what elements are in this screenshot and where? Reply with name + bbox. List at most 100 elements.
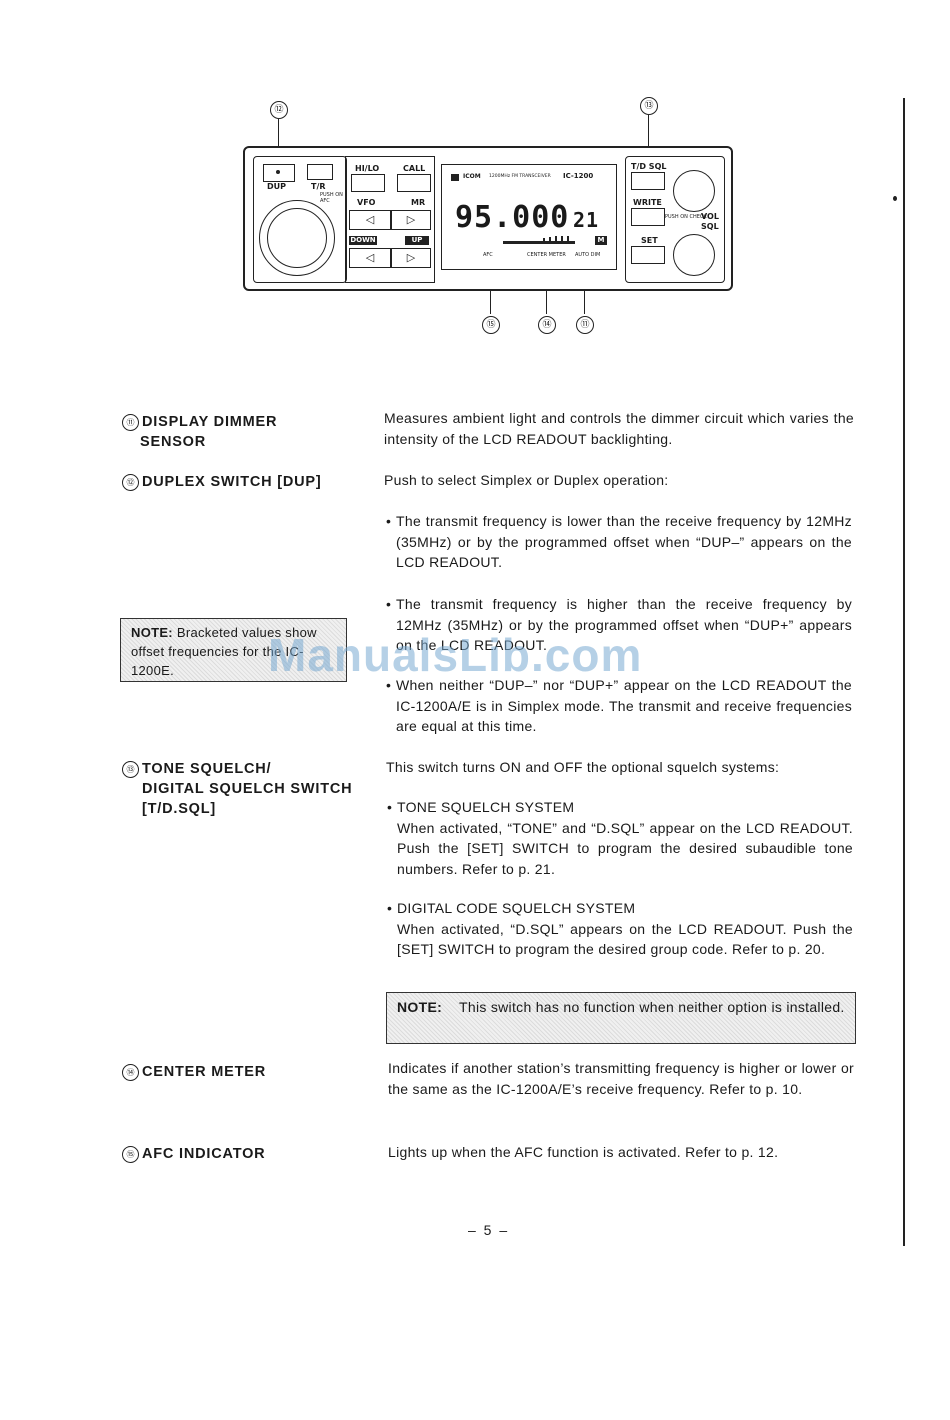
- section-number: ⑭: [122, 1064, 139, 1081]
- bullet-dot: •: [387, 799, 393, 815]
- set-label: SET: [641, 236, 658, 245]
- section-number: ⑪: [122, 414, 139, 431]
- section-number: ⑮: [122, 1146, 139, 1163]
- desc-center-meter: Indicates if another station’s transmitt…: [388, 1060, 854, 1097]
- down-label: DOWN: [349, 236, 377, 245]
- callout-11-bottom: ⑪: [576, 316, 594, 334]
- down-button[interactable]: ◁: [349, 248, 391, 268]
- margin-dot: [893, 196, 897, 201]
- sql-label: SQL: [701, 222, 719, 231]
- heading-line-1: AFC INDICATOR: [142, 1146, 266, 1162]
- bullet-simplex: •When neither “DUP–” nor “DUP+” appear o…: [386, 675, 852, 737]
- up-button[interactable]: ▷: [391, 248, 431, 268]
- desc-afc-indicator: Lights up when the AFC function is activ…: [388, 1144, 779, 1160]
- volume-knob[interactable]: [673, 170, 715, 212]
- callout-13-top: ⑬: [640, 97, 658, 115]
- dup-indicator-dot: [276, 170, 280, 174]
- lcd-frequency: 95.000: [455, 200, 570, 235]
- vfo-label: VFO: [357, 198, 376, 207]
- tr-label: T/R: [311, 182, 326, 191]
- heading-line-1: DISPLAY DIMMER: [142, 414, 278, 430]
- main-dial-inner: [267, 208, 327, 268]
- squelch-knob[interactable]: [673, 234, 715, 276]
- hilo-button[interactable]: [351, 174, 385, 192]
- lcd-signal-meter: [503, 236, 575, 244]
- note-text: This switch has no function when neither…: [459, 999, 845, 1015]
- leader-12: [278, 119, 280, 167]
- push-on-check-label: PUSH ON CHECK: [665, 214, 707, 220]
- call-label: CALL: [403, 164, 426, 173]
- dup-label: DUP: [267, 182, 286, 191]
- radio-front-panel: DUP T/R PUSH ON AFC HI/LO CALL VFO MR ◁ …: [243, 146, 733, 291]
- right-section: [625, 156, 725, 283]
- up-label: UP: [405, 236, 429, 245]
- mr-button[interactable]: ▷: [391, 210, 431, 230]
- heading-line-1: CENTER METER: [142, 1064, 266, 1080]
- bullet-dot: •: [386, 596, 392, 612]
- page-number: – 5 –: [468, 1222, 510, 1238]
- subsection-title: TONE SQUELCH SYSTEM: [397, 799, 575, 815]
- subsection-text: When activated, “D.SQL” appears on the L…: [397, 920, 853, 958]
- note-label: NOTE:: [131, 625, 173, 640]
- margin-rule: [903, 98, 905, 1246]
- lcd-model: IC-1200: [563, 172, 594, 180]
- bullet-dup-minus: •The transmit frequency is lower than th…: [386, 511, 852, 573]
- note-label: NOTE:: [397, 999, 443, 1015]
- left-section: [253, 156, 347, 283]
- bullet-dup-plus: •The transmit frequency is higher than t…: [386, 594, 852, 656]
- bullet-text: The transmit frequency is lower than the…: [396, 513, 852, 570]
- set-button[interactable]: [631, 246, 665, 264]
- callout-15-bottom: ⑮: [482, 316, 500, 334]
- subsection-text: When activated, “TONE” and “D.SQL” appea…: [397, 819, 853, 877]
- heading-line-1: DUPLEX SWITCH [DUP]: [142, 474, 322, 490]
- bullet-text: When neither “DUP–” nor “DUP+” appear on…: [396, 677, 852, 734]
- heading-line-2: SENSOR: [140, 434, 207, 450]
- lcd-channel: 21: [573, 208, 600, 232]
- subsection-tone-squelch: •TONE SQUELCH SYSTEM When activated, “TO…: [387, 797, 853, 879]
- desc-display-dimmer-sensor: Measures ambient light and controls the …: [384, 410, 854, 447]
- center-meter-tag: CENTER METER: [527, 252, 566, 258]
- bullet-dot: •: [386, 513, 392, 529]
- auto-dim-tag: AUTO DIM: [575, 252, 601, 258]
- callout-12-top: ⑫: [270, 101, 288, 119]
- tdsql-label: T/D SQL: [631, 162, 667, 171]
- watermark: ManualsLib.com: [268, 629, 643, 681]
- tr-button[interactable]: [307, 164, 333, 180]
- desc-duplex-switch: Push to select Simplex or Duplex operati…: [384, 472, 669, 488]
- heading-line-3: [T/D.SQL]: [142, 801, 217, 817]
- bullet-dot: •: [386, 677, 392, 693]
- vol-label: VOL: [701, 212, 719, 221]
- hilo-label: HI/LO: [355, 164, 380, 173]
- icom-logo-icon: [451, 174, 459, 181]
- callout-14-bottom: ⑭: [538, 316, 556, 334]
- section-number: ⑫: [122, 474, 139, 491]
- lcd-readout: [441, 164, 617, 270]
- note-box-no-function: NOTE: This switch has no function when n…: [386, 992, 856, 1044]
- tdsql-button[interactable]: [631, 172, 665, 190]
- heading-line-2: DIGITAL SQUELCH SWITCH: [142, 781, 353, 797]
- mr-label: MR: [411, 198, 426, 207]
- desc-tone-squelch-switch: This switch turns ON and OFF the optiona…: [386, 759, 780, 775]
- subsection-digital-code-squelch: •DIGITAL CODE SQUELCH SYSTEM When activa…: [387, 898, 853, 960]
- vfo-button[interactable]: ◁: [349, 210, 391, 230]
- section-number: ⑬: [122, 761, 139, 778]
- note-text: Bracketed values show offset frequencies…: [131, 625, 317, 678]
- write-label: WRITE: [633, 198, 662, 207]
- subsection-title: DIGITAL CODE SQUELCH SYSTEM: [397, 900, 636, 916]
- heading-line-1: TONE SQUELCH/: [142, 761, 272, 777]
- lcd-brand: ICOM: [463, 173, 481, 180]
- call-button[interactable]: [397, 174, 431, 192]
- note-content: NOTE: Bracketed values show offset frequ…: [131, 623, 343, 680]
- note-box-bracketed: NOTE: Bracketed values show offset frequ…: [120, 618, 347, 682]
- write-button[interactable]: [631, 208, 665, 226]
- push-on-afc-label: PUSH ON AFC: [320, 192, 343, 204]
- lcd-memory-indicator: M: [595, 236, 607, 245]
- lcd-model-text: 1200MHz FM TRANSCEIVER: [489, 174, 551, 179]
- center-left-section: [345, 156, 435, 283]
- afc-tag: AFC: [483, 252, 493, 258]
